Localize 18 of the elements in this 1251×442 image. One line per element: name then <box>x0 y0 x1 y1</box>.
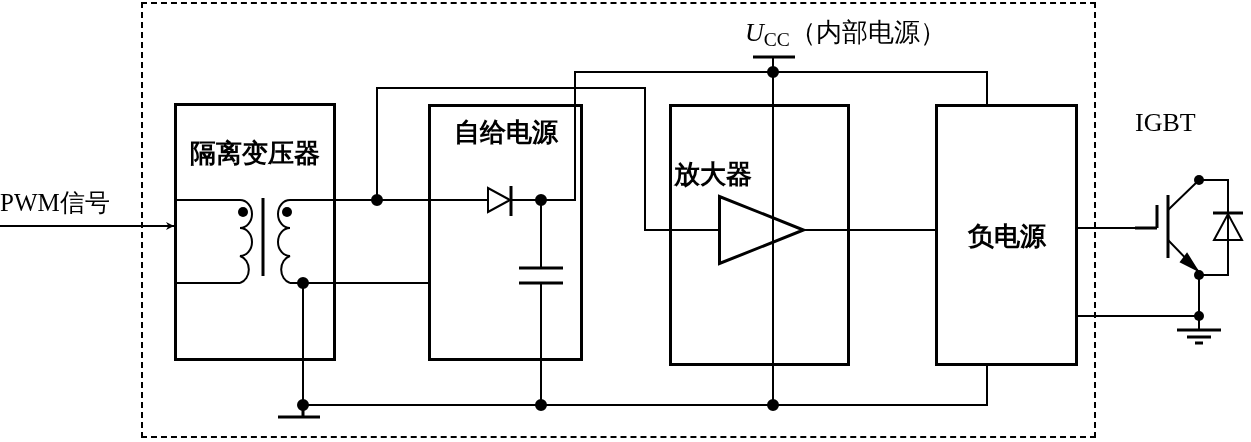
block-box <box>428 104 583 361</box>
amplifier-symbol <box>718 195 805 265</box>
wire <box>849 229 936 231</box>
supply-label: U$_{CC}$（内部电源） <box>745 20 946 46</box>
block-box <box>669 104 850 366</box>
node-label: IGBT <box>1135 110 1196 136</box>
node-label: 放大器 <box>674 159 752 191</box>
wire <box>1077 227 1136 229</box>
wire <box>335 282 429 284</box>
wire <box>1077 315 1136 317</box>
node-label: 隔离变压器 <box>189 138 321 170</box>
dashed-boundary <box>141 2 1096 438</box>
block-box <box>935 104 1078 366</box>
block-box <box>174 103 336 361</box>
wire <box>0 222 175 230</box>
node-label: PWM信号 <box>0 190 110 215</box>
node-label: 自给电源 <box>452 117 559 149</box>
node-label: 负电源 <box>966 221 1047 253</box>
